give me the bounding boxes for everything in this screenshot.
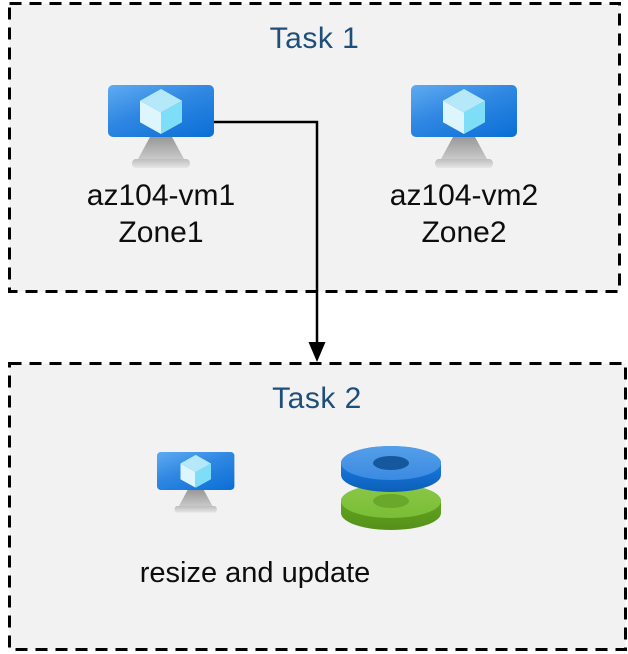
vm-monitor-screen: [411, 85, 517, 137]
vm-monitor-screen: [157, 452, 235, 490]
vm-zone-label: Zone2: [421, 216, 507, 249]
vm-name-label: az104-vm2: [389, 179, 539, 212]
virtual-machine-icon: [108, 85, 214, 168]
task1-title: Task 1: [269, 22, 360, 55]
task1-box: [8, 2, 621, 293]
disk-blue-icon: [341, 446, 441, 492]
vm-cube-icon: [180, 454, 212, 488]
virtual-machine-icon: [157, 452, 235, 513]
vm-group-az104-vm1: az104-vm1 Zone1: [56, 85, 266, 251]
vm-cube-icon: [140, 89, 182, 134]
connector-line: [214, 120, 319, 344]
vm-monitor-base: [435, 159, 493, 168]
vm-name-label: az104-vm1: [86, 179, 236, 212]
vm-label: az104-vm2 Zone2: [390, 177, 538, 251]
virtual-machine-icon: [411, 85, 517, 168]
managed-disks-icon: [341, 446, 441, 530]
vm-monitor-base: [174, 506, 217, 513]
vm-monitor-stand: [138, 137, 184, 159]
vm-zone-label: Zone1: [118, 216, 204, 249]
task2-box: [8, 362, 627, 651]
vm-monitor-base: [132, 159, 190, 168]
vm-monitor-screen: [108, 85, 214, 137]
vm-monitor-stand: [441, 137, 487, 159]
connector-arrowhead-icon: [308, 342, 326, 362]
vm-group-az104-vm2: az104-vm2 Zone2: [359, 85, 569, 251]
vm-label: az104-vm1 Zone1: [87, 177, 235, 251]
task2-title: Task 2: [272, 382, 362, 415]
vm-cube-icon: [443, 89, 485, 134]
task2-caption: resize and update: [139, 557, 371, 589]
vm-monitor-stand: [178, 489, 213, 507]
